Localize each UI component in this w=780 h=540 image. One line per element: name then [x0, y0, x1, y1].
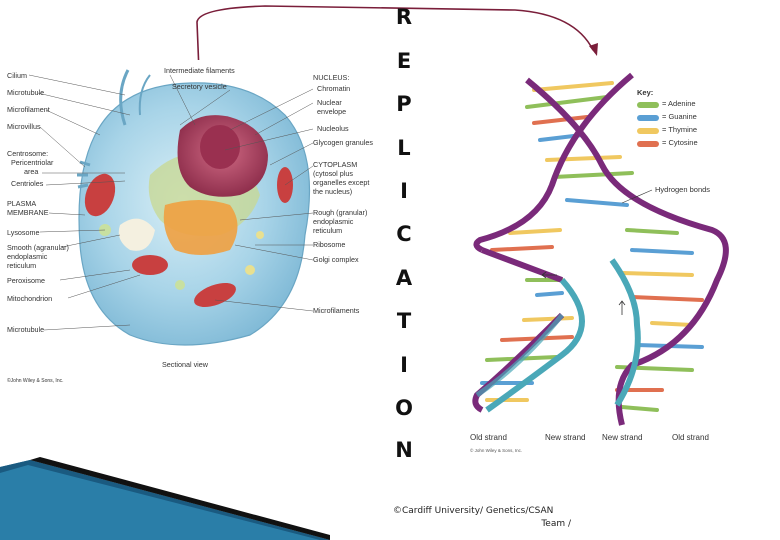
label-centrioles: Centrioles — [11, 179, 44, 188]
strand-label-new-right: New strand — [602, 433, 643, 442]
word-letter: T — [396, 309, 412, 333]
label-smooth-er: Smooth (agranular) — [7, 243, 69, 252]
label-rough-er-3: reticulum — [313, 226, 343, 235]
word-letter: C — [396, 222, 412, 246]
key-label-adenine: = Adenine — [662, 99, 696, 108]
label-microfilament: Microfilament — [7, 105, 50, 114]
label-microfilaments: Microfilaments — [313, 306, 360, 315]
word-letter: O — [395, 396, 413, 420]
key-swatch-guanine — [637, 115, 659, 121]
label-cilium: Cilium — [7, 71, 27, 80]
label-microvillus: Microvillus — [7, 122, 41, 131]
key-title: Key: — [637, 88, 654, 97]
hydrogen-bonds-label: Hydrogen bonds — [655, 185, 711, 194]
label-area: area — [24, 167, 39, 176]
strand-label-old-right: Old strand — [672, 433, 709, 442]
label-nucleus: NUCLEUS: — [313, 73, 350, 82]
label-envelope: envelope — [317, 107, 347, 116]
label-microtubule: Microtubule — [7, 88, 45, 97]
label-lysosome: Lysosome — [7, 228, 40, 237]
dna-copyright: © John Wiley & Sons, Inc. — [470, 448, 523, 453]
label-plasma: PLASMA — [7, 199, 37, 208]
cell-copyright: ©John Wiley & Sons, Inc. — [7, 378, 64, 384]
cell-illustration — [28, 69, 314, 346]
label-mitochondrion: Mitochondrion — [7, 294, 53, 303]
strand-label-new-left: New strand — [545, 433, 586, 442]
word-letter: I — [400, 179, 408, 203]
word-letter: E — [396, 49, 412, 73]
word-letter: N — [395, 438, 413, 462]
label-centrosome: Centrosome: — [7, 149, 49, 158]
cell-caption: Sectional view — [162, 360, 208, 369]
label-smooth-er-2: endoplasmic — [7, 252, 48, 261]
footer-credit: ©Cardiff University/ Genetics/CSAN Team … — [393, 505, 571, 531]
footer-line-2: Team / — [541, 519, 571, 529]
word-letter: A — [395, 266, 413, 290]
decorative-corner-wedge — [0, 457, 330, 540]
key-swatch-adenine — [637, 102, 659, 108]
label-secretory-vesicle: Secretory vesicle — [172, 82, 227, 91]
label-membrane: MEMBRANE — [7, 208, 49, 217]
word-letter: L — [397, 136, 411, 160]
dna-replication-diagram: Key: = Adenine = Guanine = Thymine = Cyt… — [462, 65, 780, 460]
label-chromatin: Chromatin — [317, 84, 351, 93]
label-nuclear: Nuclear — [317, 98, 342, 107]
label-peroxisome: Peroxisome — [7, 276, 45, 285]
strand-label-old-left: Old strand — [470, 433, 507, 442]
connector-arrow — [196, 5, 598, 60]
label-organelles: organelles except — [313, 178, 370, 187]
key-swatch-thymine — [637, 128, 659, 134]
label-nucleolus: Nucleolus — [317, 124, 349, 133]
label-glycogen: Glycogen granules — [313, 138, 373, 147]
key-label-thymine: = Thymine — [662, 125, 698, 134]
label-cytoplasm: CYTOPLASM — [313, 160, 358, 169]
label-smooth-er-3: reticulum — [7, 261, 37, 270]
word-letter: R — [395, 5, 413, 29]
label-golgi: Golgi complex — [313, 255, 359, 264]
footer-line-1: ©Cardiff University/ Genetics/CSAN — [393, 506, 554, 516]
cell-diagram: Cilium Microtubule Microfilament Microvi… — [0, 55, 380, 390]
label-ribosome: Ribosome — [313, 240, 346, 249]
key-label-cytosine: = Cytosine — [662, 138, 698, 147]
key-label-guanine: = Guanine — [662, 112, 697, 121]
word-letter: P — [396, 92, 412, 116]
label-the-nucleus: the nucleus) — [313, 187, 353, 196]
key-swatch-cytosine — [637, 141, 659, 147]
label-rough-er-2: endoplasmic — [313, 217, 354, 226]
label-cytosol: (cytosol plus — [313, 169, 353, 178]
label-pericentriolar: Pericentriolar — [11, 158, 54, 167]
label-microtubule-2: Microtubule — [7, 325, 45, 334]
label-rough-er: Rough (granular) — [313, 208, 368, 217]
label-intermediate-filaments: Intermediate filaments — [164, 66, 235, 75]
word-letter: I — [400, 353, 408, 377]
replication-vertical-word: R E P L I C A T I O N — [384, 0, 424, 470]
dna-helix-illustration — [472, 72, 729, 426]
